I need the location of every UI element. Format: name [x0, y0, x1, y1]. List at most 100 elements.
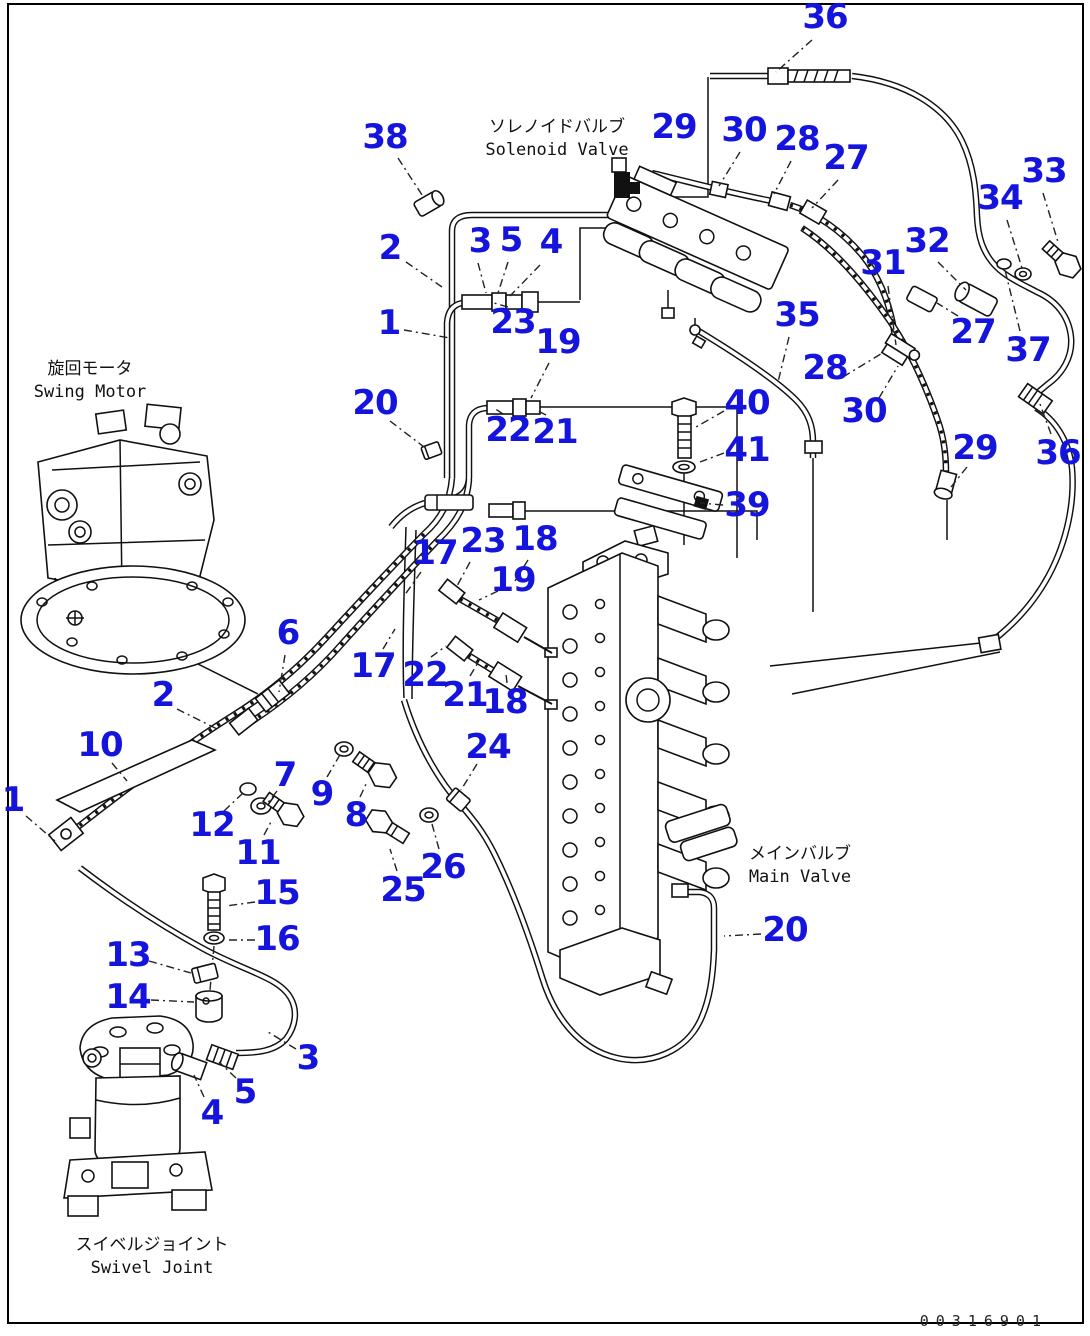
callout-37: 37 [1005, 330, 1051, 370]
callout-38: 38 [362, 117, 408, 157]
leader-line-17 [382, 628, 396, 650]
callout-29: 29 [952, 428, 998, 468]
callout-21: 21 [532, 412, 578, 452]
callout-33: 33 [1021, 151, 1067, 191]
leader-line-12 [223, 792, 244, 812]
callout-1: 1 [1, 780, 26, 820]
leader-line-4 [193, 1074, 205, 1098]
callout-17: 17 [412, 533, 458, 573]
leader-line-20 [723, 933, 762, 937]
callout-34: 34 [977, 178, 1023, 218]
leader-line-2 [405, 261, 443, 288]
solenoid-valve-art [602, 157, 789, 350]
leader-line-37 [1004, 269, 1021, 332]
callout-32: 32 [904, 221, 950, 261]
leader-line-22 [430, 645, 447, 658]
callout-1: 1 [377, 303, 402, 343]
leader-line-23 [493, 302, 509, 308]
label-swivel-joint-en: Swivel Joint [90, 1257, 214, 1278]
callout-3: 3 [468, 221, 493, 261]
callout-31: 31 [860, 243, 906, 283]
drawing-border [7, 3, 1084, 1324]
callout-39: 39 [724, 485, 770, 525]
callout-36: 36 [802, 0, 848, 37]
leader-line-11 [263, 819, 273, 836]
callout-20: 20 [762, 910, 808, 950]
callout-7: 7 [273, 755, 298, 795]
leader-line-40 [695, 410, 725, 428]
leader-line-5 [218, 1061, 237, 1079]
leader-line-35 [777, 336, 790, 383]
callout-41: 41 [724, 430, 770, 470]
leader-line-6 [278, 654, 286, 693]
callout-5: 5 [233, 1072, 258, 1112]
leader-line-25 [389, 848, 398, 872]
callout-2: 2 [378, 228, 403, 268]
callout-20: 20 [352, 383, 398, 423]
callout-18: 18 [482, 682, 528, 722]
callout-6: 6 [276, 613, 301, 653]
leader-line-13 [148, 960, 192, 974]
callout-35: 35 [774, 295, 820, 335]
callout-18: 18 [512, 519, 558, 559]
callout-14: 14 [105, 977, 151, 1017]
leader-line-20 [389, 420, 425, 448]
callout-13: 13 [105, 935, 151, 975]
leader-line-21 [535, 409, 547, 416]
routing-lines [149, 77, 1001, 700]
leader-line-23 [456, 561, 471, 587]
leader-line-18 [505, 673, 508, 684]
callout-23: 23 [460, 521, 506, 561]
leader-line-24 [460, 763, 478, 791]
leader-line-22 [493, 407, 504, 415]
label-solenoid-valve-en: Solenoid Valve [485, 139, 629, 160]
label-swing-motor-en: Swing Motor [33, 381, 147, 402]
leader-line-10 [111, 762, 128, 782]
leader-line-5 [497, 261, 509, 294]
leader-line-27 [811, 179, 839, 209]
small-parts [47, 67, 1082, 1023]
leader-line-9 [326, 752, 342, 778]
swivel-joint-art [63, 1015, 240, 1217]
callout-29: 29 [651, 107, 697, 147]
callout-9: 9 [310, 774, 335, 814]
leader-line-18 [514, 559, 529, 582]
callout-22: 22 [485, 410, 531, 450]
leader-line-8 [359, 781, 368, 798]
callout-4: 4 [539, 222, 564, 262]
leader-line-41 [699, 452, 725, 463]
callout-30: 30 [721, 110, 767, 150]
doc-number: 00316901 [919, 1312, 1048, 1330]
callout-30: 30 [841, 391, 887, 431]
leader-line-26 [431, 823, 440, 850]
callout-40: 40 [724, 383, 770, 423]
callout-11: 11 [235, 833, 281, 873]
callout-25: 25 [380, 870, 426, 910]
leader-lines [25, 39, 1059, 1098]
leader-line-3 [477, 262, 487, 294]
main-valve-art [544, 524, 738, 996]
callout-4: 4 [200, 1093, 225, 1133]
callout-19: 19 [535, 322, 581, 362]
callout-17: 17 [350, 646, 396, 686]
callout-3: 3 [296, 1038, 321, 1078]
leader-line-30 [878, 365, 899, 399]
leader-line-21 [469, 660, 480, 677]
leader-line-1 [403, 329, 451, 339]
callout-10: 10 [77, 725, 123, 765]
leader-line-7 [265, 790, 278, 806]
leader-line-38 [397, 157, 425, 199]
label-swing-motor-jp: 旋回モータ [47, 359, 133, 379]
callout-28: 28 [802, 348, 848, 388]
callout-22: 22 [402, 655, 448, 695]
leader-line-28 [842, 351, 885, 378]
callout-2: 2 [151, 675, 176, 715]
leader-line-31 [887, 285, 897, 346]
callout-36: 36 [1035, 433, 1081, 473]
callout-23: 23 [490, 302, 536, 342]
label-main-valve-en: Main Valve [748, 866, 852, 887]
